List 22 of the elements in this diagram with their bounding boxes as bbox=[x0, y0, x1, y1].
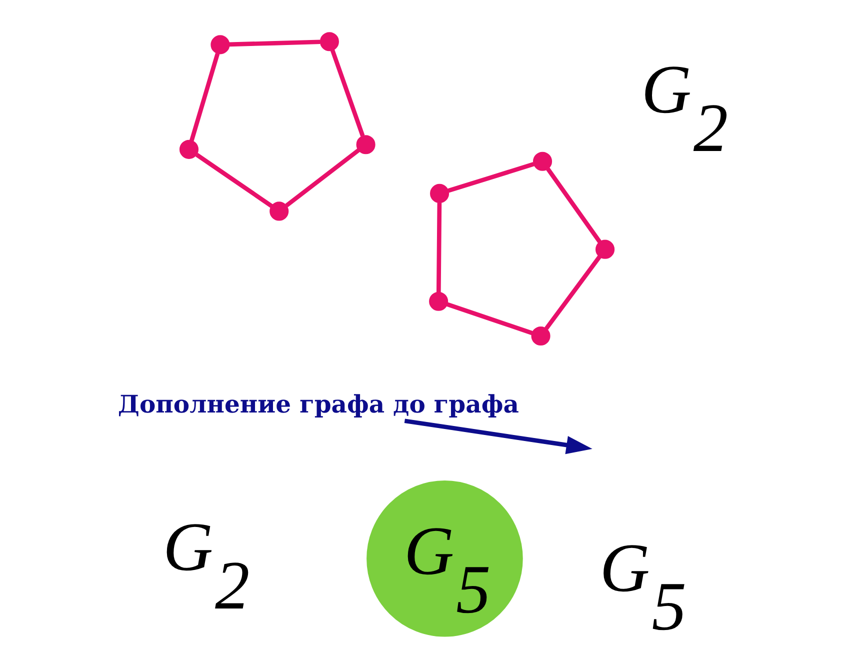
node-circle bbox=[320, 32, 339, 52]
arrow bbox=[404, 418, 592, 454]
connector bbox=[436, 202, 442, 292]
connector bbox=[446, 302, 533, 336]
node-circle bbox=[532, 152, 552, 171]
connector bbox=[228, 40, 320, 47]
node-circle bbox=[270, 202, 289, 221]
connector bbox=[285, 148, 360, 208]
node-circle bbox=[531, 326, 550, 346]
node-circle bbox=[429, 292, 448, 311]
connector bbox=[189, 53, 220, 142]
node-circle bbox=[179, 140, 199, 159]
connector bbox=[544, 255, 602, 330]
connector bbox=[448, 162, 534, 193]
connector bbox=[195, 152, 274, 208]
node-circle bbox=[356, 135, 376, 154]
node-circle bbox=[596, 240, 615, 259]
node-circle bbox=[210, 35, 230, 54]
connector bbox=[546, 168, 602, 244]
node-text: Дополнение графа до графа bbox=[118, 389, 519, 418]
connector bbox=[330, 49, 365, 137]
node-circle bbox=[430, 184, 450, 203]
